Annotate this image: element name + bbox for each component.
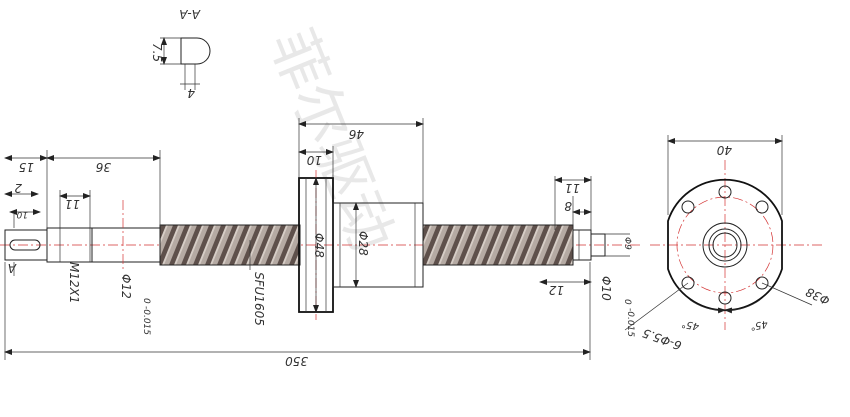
- flange-dia-label: Φ48: [312, 233, 326, 258]
- section-height-dim: 7.5: [150, 43, 164, 62]
- right-tol-lower: -0.015: [625, 308, 635, 337]
- shaft-view: A: [0, 170, 640, 320]
- flange-hole: [718, 291, 732, 305]
- flange-hole: [755, 200, 769, 214]
- thread-spec-label: M12X1: [67, 262, 81, 303]
- section-label: A-A: [179, 7, 201, 21]
- flange-hole: [681, 276, 695, 290]
- section-profile: [180, 37, 211, 65]
- right-11-dim: 11: [565, 181, 580, 195]
- right-12-dim: 12: [549, 283, 564, 297]
- right-end: [590, 233, 606, 257]
- watermark-text: 菲尔驱动: [257, 20, 407, 261]
- flange-width-dim: 40: [716, 143, 732, 157]
- journal-tol-upper: 0: [141, 298, 151, 304]
- shaft-dimensions: 350 15 36 11 2 10 M12X1 Φ12 0 -0.015 SFU…: [4, 118, 635, 368]
- right-journal-label: Φ10: [599, 276, 613, 301]
- angle-label-2: 45°: [749, 318, 768, 332]
- journal-dia-label: Φ12: [119, 274, 133, 299]
- right-end-dia-label: Φ9: [622, 237, 632, 250]
- flange-hole: [718, 185, 732, 199]
- right-tol-upper: 0: [622, 299, 632, 305]
- section-marker-top: A: [8, 261, 17, 275]
- small-dim-10: 10: [16, 209, 28, 219]
- flange-view: 40 Φ38 6-Φ5.5 45° 45°: [624, 135, 832, 353]
- section-width-dim: 4: [187, 86, 195, 100]
- section-view: A-A 7.5 4: [150, 7, 211, 100]
- bolt-circle-label: Φ38: [803, 284, 832, 307]
- screw-model-label: SFU1605: [252, 272, 266, 326]
- nut-len-dim: 46: [348, 127, 364, 141]
- thread-section-dim: 36: [95, 160, 111, 174]
- journal-tol-lower: -0.015: [141, 306, 151, 335]
- holes-label: 6-Φ5.5: [641, 326, 684, 353]
- right-8-dim: 8: [564, 199, 572, 213]
- right-screw-thread: [423, 225, 573, 265]
- thread-len-dim: 11: [65, 197, 80, 211]
- left-end-dim: 15: [19, 160, 34, 174]
- watermark: 菲尔驱动: [257, 20, 407, 261]
- flange-bore: [702, 222, 748, 268]
- angle-label-1: 45°: [681, 318, 700, 332]
- flange-outline: [667, 178, 783, 312]
- left-screw-thread: [160, 225, 300, 265]
- small-dim-2: 2: [14, 181, 22, 195]
- keyway: [9, 239, 41, 251]
- flange-hole: [755, 276, 769, 290]
- overall-length-dim: 350: [285, 354, 308, 368]
- flange-thk-dim: 10: [306, 153, 322, 167]
- nut-dia-label: Φ28: [356, 231, 370, 256]
- flange-hole: [681, 200, 695, 214]
